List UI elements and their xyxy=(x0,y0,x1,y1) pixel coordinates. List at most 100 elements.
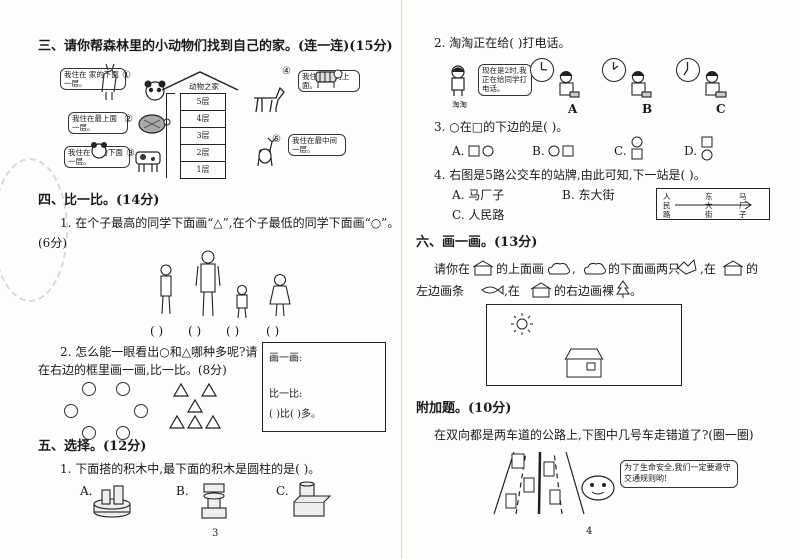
s6-text: 的上面画 xyxy=(496,262,545,276)
tree-icon xyxy=(616,280,630,298)
option-b[interactable]: B. xyxy=(176,484,189,498)
section4-q2-line1: 2. 怎么能一眼看出○和△哪种多呢?请 xyxy=(60,345,258,359)
box-draw-label: 画一画: xyxy=(269,353,303,364)
blank-3[interactable]: ( ) xyxy=(226,324,240,338)
house-body: 5层 4层 3层 2层 1层 xyxy=(180,93,226,179)
q3-option-a[interactable]: A. xyxy=(452,144,465,158)
section3-title: 三、请你帮森林里的小动物们找到自己的家。(连一连)(15分) xyxy=(38,39,393,54)
page-fold xyxy=(401,0,402,559)
clock-c xyxy=(676,58,700,82)
q3-option-d[interactable]: D. xyxy=(684,144,698,158)
deer-figure xyxy=(257,137,277,167)
house-icon xyxy=(472,260,494,276)
s6-text: 。 xyxy=(630,284,643,298)
bubble-5-text: 我住在最中间一层。 xyxy=(288,134,346,156)
triangles-group xyxy=(168,382,222,429)
circle xyxy=(82,382,96,396)
q3-shapes-c xyxy=(631,136,643,160)
box-compare-label: 比一比: xyxy=(269,389,303,400)
sign-arrow-icon xyxy=(675,200,752,210)
animal-house: 动物之家 5层 4层 3层 2层 1层 xyxy=(161,71,239,179)
goat-figure xyxy=(101,63,117,100)
drawing-area[interactable] xyxy=(486,304,682,386)
blocks-a-figure xyxy=(93,485,131,518)
s6-text: 请你在 xyxy=(434,262,471,276)
house-side xyxy=(166,93,175,178)
page-number-right: 4 xyxy=(586,526,593,537)
section4-q2-line2: 在右边的框里画一画,比一比。(8分) xyxy=(38,363,227,377)
tiger-figure xyxy=(315,69,343,88)
blocks-c-figure xyxy=(293,481,332,517)
q4-text: 4. 右图是5路公交车的站牌,由此可知,下一站是( )。 xyxy=(434,168,706,182)
option-a[interactable]: A. xyxy=(80,484,93,498)
blank-4[interactable]: ( ) xyxy=(266,324,280,338)
student-1 xyxy=(160,264,172,315)
s6-text: 的 xyxy=(746,262,759,276)
taotao-name: 淘淘 xyxy=(452,100,467,109)
student-2 xyxy=(195,250,221,317)
option-c[interactable]: C. xyxy=(276,484,289,498)
car-3 xyxy=(523,477,535,493)
q4-option-c[interactable]: C. 人民路 xyxy=(452,208,505,222)
q2-option-b[interactable]: B xyxy=(642,102,653,116)
s6-text: 左边画条 xyxy=(416,284,465,298)
road-figure xyxy=(493,451,585,515)
q2-text: 2. 淘淘正在给( )打电话。 xyxy=(434,36,571,50)
taotao-speech: 现在是2时,我正在给同学打电话。 xyxy=(478,64,532,96)
bubble-1-num: ① xyxy=(122,70,131,81)
students-figure xyxy=(160,250,291,319)
house-roof xyxy=(161,71,239,91)
section6-title: 六、画一画。(13分) xyxy=(416,235,538,250)
section4-q1-points: (6分) xyxy=(38,236,67,250)
student-3 xyxy=(236,284,248,319)
box-compare-blank[interactable]: ( )比( )多。 xyxy=(269,409,321,420)
floor-2: 2层 xyxy=(181,144,225,161)
fish-icon xyxy=(481,284,504,296)
q3-option-c[interactable]: C. xyxy=(614,144,627,158)
child-b-figure xyxy=(631,70,652,98)
circle xyxy=(116,382,130,396)
blocks-b-figure xyxy=(201,483,227,519)
s6-text: , xyxy=(572,262,576,276)
stop-3: 马厂子 xyxy=(739,192,747,219)
car-2 xyxy=(543,461,555,477)
car-1 xyxy=(511,453,525,469)
bubble-4-num: ④ xyxy=(282,66,291,77)
triangle xyxy=(186,398,204,413)
triangle xyxy=(168,414,186,429)
blank-2[interactable]: ( ) xyxy=(188,324,202,338)
bubble-1-text: 我住在 家的下面一层。 xyxy=(60,68,126,90)
bubble-5-num: ⑤ xyxy=(272,134,281,145)
bubble-2-num: ② xyxy=(124,114,133,125)
circle xyxy=(134,404,148,418)
bubble-3-num: ③ xyxy=(126,148,135,159)
circle xyxy=(116,426,130,440)
bird-icon xyxy=(677,258,697,275)
bus-stop-sign: 人民路 东大街 马厂子 xyxy=(656,188,770,220)
draw-compare-box[interactable]: 画一画: 比一比: ( )比( )多。 xyxy=(262,342,386,432)
house-icon xyxy=(530,282,552,298)
student-4 xyxy=(269,273,291,317)
turtle-figure xyxy=(138,114,171,134)
cloud-icon xyxy=(583,262,607,275)
car-5 xyxy=(505,493,517,509)
q3-option-b[interactable]: B. xyxy=(532,144,545,158)
circle xyxy=(64,404,78,418)
s6-text: ,在 xyxy=(700,262,716,276)
q4-option-b[interactable]: B. 东大街 xyxy=(562,188,615,202)
cloud-icon xyxy=(547,262,571,275)
s6-text: ,在 xyxy=(504,284,520,298)
horse-figure xyxy=(254,86,285,113)
section5-q1: 1. 下面搭的积木中,最下面的积木是圆柱的是( )。 xyxy=(60,462,321,476)
q2-option-c[interactable]: C xyxy=(716,102,726,116)
cow-figure xyxy=(135,151,161,172)
bubble-2-text: 我住在最上面一层。 xyxy=(68,112,128,134)
blank-1[interactable]: ( ) xyxy=(150,324,164,338)
q4-option-a[interactable]: A. 马厂子 xyxy=(452,188,505,202)
triangle xyxy=(200,382,218,397)
section5-title: 五、选择。(12分) xyxy=(38,439,147,454)
house-icon xyxy=(722,260,744,276)
triangle xyxy=(172,382,190,397)
q2-option-a[interactable]: A xyxy=(568,102,578,116)
